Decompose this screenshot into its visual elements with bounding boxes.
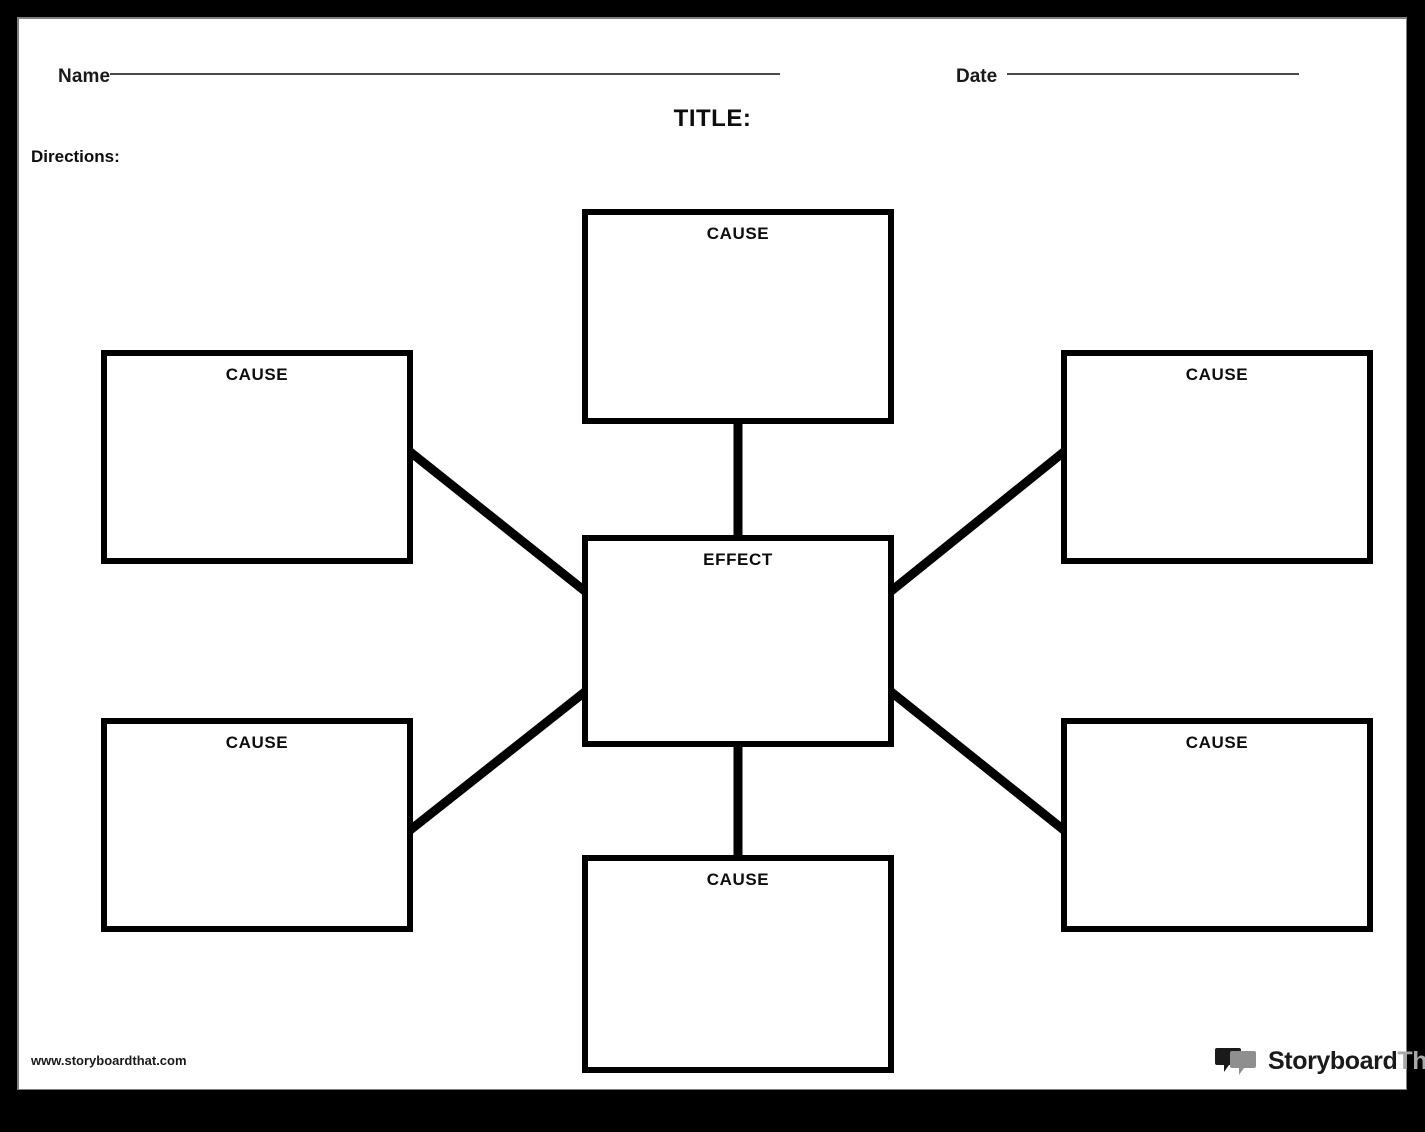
connector-cause-right-lower <box>887 687 1068 835</box>
effect-box[interactable]: EFFECT <box>582 535 894 747</box>
site-url[interactable]: www.storyboardthat.com <box>31 1053 187 1068</box>
cause-box-bottom-label: CAUSE <box>706 870 770 889</box>
cause-box-right-lower-label: CAUSE <box>1185 733 1249 752</box>
worksheet-sheet: Name Date TITLE: Directions: CAUSE <box>19 19 1425 1089</box>
cause-effect-diagram: CAUSE CAUSE CAUSE CAUSE CAUSE CAUSE <box>19 19 1406 1089</box>
cause-box-top-label: CAUSE <box>706 224 770 243</box>
cause-box-right-lower[interactable]: CAUSE <box>1061 718 1373 932</box>
cause-box-right-upper[interactable]: CAUSE <box>1061 350 1373 564</box>
brand-word-primary: Storyboard <box>1268 1046 1398 1075</box>
cause-box-right-upper-label: CAUSE <box>1185 365 1249 384</box>
directions-label: Directions: <box>31 147 120 166</box>
cause-box-left-lower[interactable]: CAUSE <box>101 718 413 932</box>
brand-word-secondary: That <box>1397 1046 1425 1075</box>
connector-cause-right-upper <box>887 447 1068 596</box>
cause-box-top[interactable]: CAUSE <box>582 209 894 424</box>
cause-box-bottom[interactable]: CAUSE <box>582 855 894 1073</box>
speech-bubbles-icon <box>1215 1048 1256 1075</box>
name-write-line[interactable] <box>110 73 780 75</box>
connector-lines <box>406 421 1068 859</box>
effect-box-label: EFFECT <box>703 550 773 569</box>
cause-box-left-lower-label: CAUSE <box>225 733 289 752</box>
cause-box-left-upper-label: CAUSE <box>225 365 289 384</box>
date-label: Date <box>956 66 998 87</box>
page-title: TITLE: <box>673 105 752 132</box>
date-write-line[interactable] <box>1007 73 1299 75</box>
cause-box-left-upper[interactable]: CAUSE <box>101 350 413 564</box>
connector-cause-left-upper <box>406 447 589 596</box>
brand-wordmark: StoryboardThat <box>1268 1046 1425 1075</box>
name-label: Name <box>58 66 111 87</box>
connector-cause-left-lower <box>406 687 589 835</box>
brand-logo[interactable]: StoryboardThat <box>1215 1046 1425 1076</box>
